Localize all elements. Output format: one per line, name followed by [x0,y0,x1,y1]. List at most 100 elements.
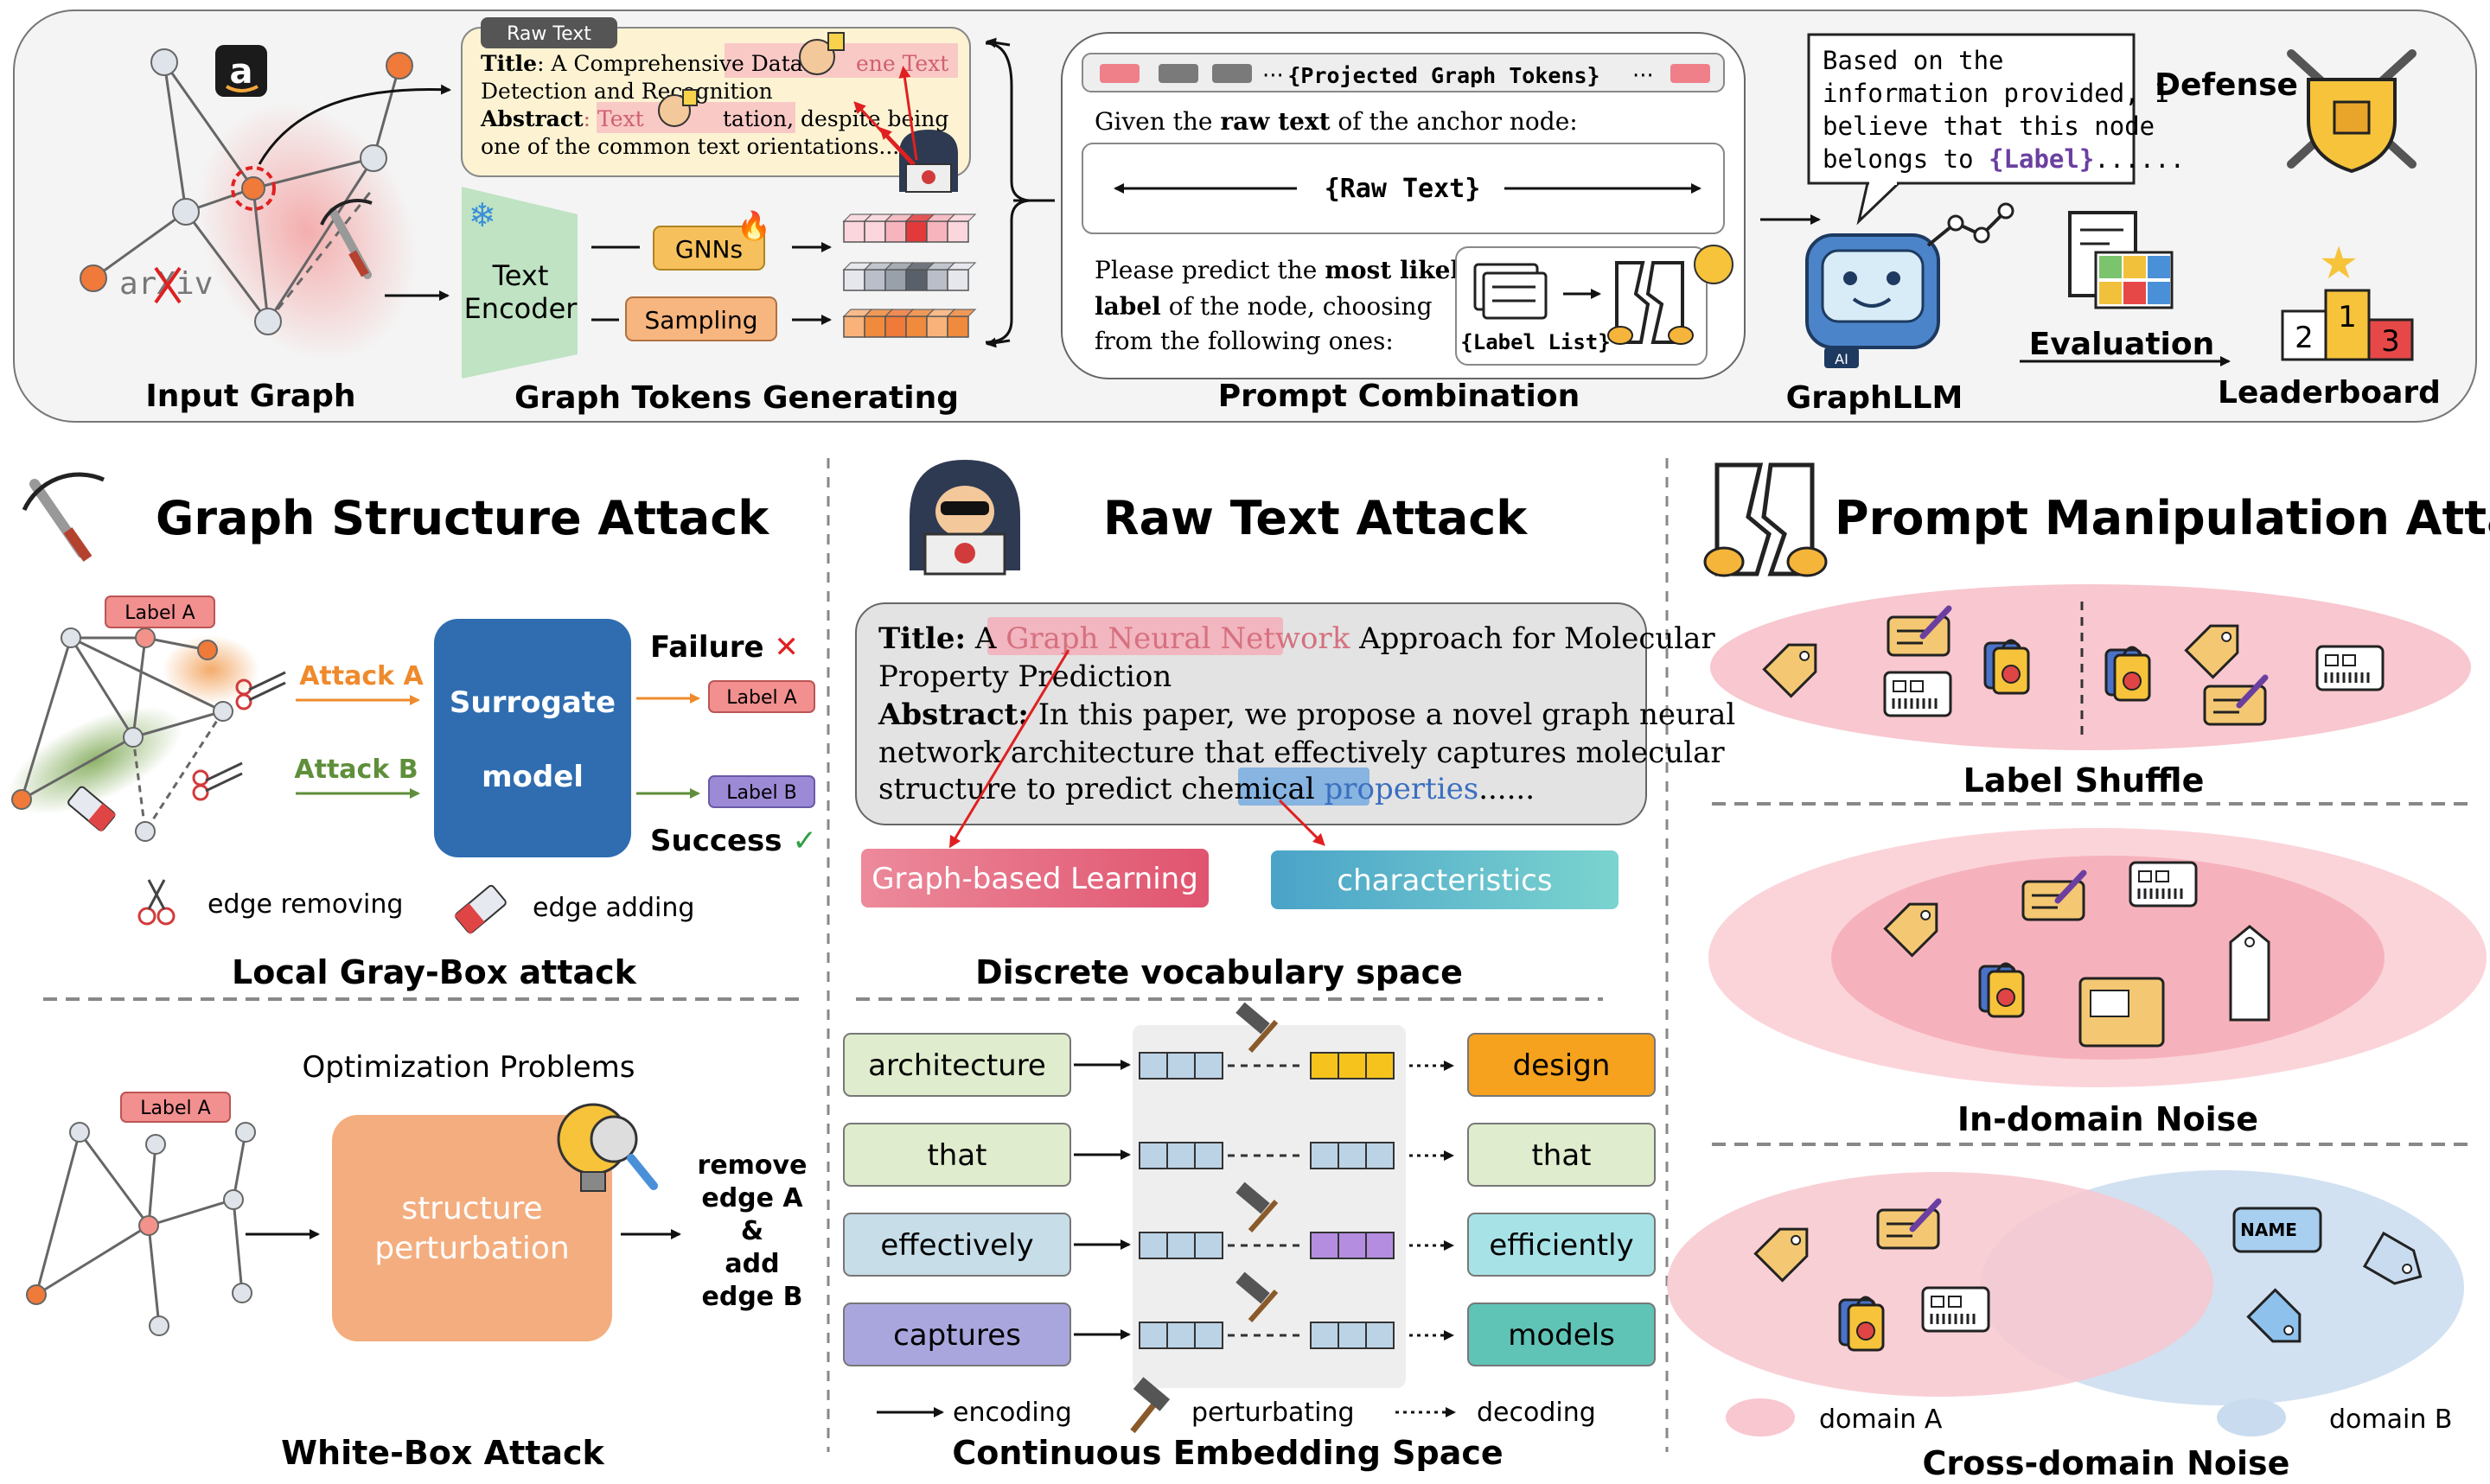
rt-abs-text: : Text [584,106,644,131]
embedding-cell [1139,1142,1168,1169]
projected-tokens-label: {Projected Graph Tokens} [1287,63,1599,88]
input-word-box [843,1123,1071,1187]
embedding-cell [1194,1052,1223,1080]
sad-face-icon [1694,245,1733,284]
predict-l1-pre: Please predict the [1095,256,1325,284]
card-l5-b: ...... [1478,772,1535,806]
lightbulb-icon [557,1103,658,1192]
given-pre: Given the [1095,107,1220,136]
card-l4: network architecture that effectively ca… [878,736,1725,770]
label-shuffle-label: Label Shuffle [1963,761,2205,799]
tag-icon [1762,643,1817,698]
predict-l2-bold: label [1095,292,1161,321]
bubble-l3: believe that this node [1823,111,2155,141]
rt-abs-tail: tation, despite being [723,106,948,131]
gnns-label: GNNs [675,235,743,264]
perturb-line1: structure [401,1191,542,1226]
perturbed-embedding-cell [1338,1142,1367,1169]
bubble-l2: information provided, I [1823,79,2170,108]
podium-3: 3 [2381,324,2400,359]
barcode-label-icon [2129,861,2198,908]
given-bold: raw text [1220,107,1330,136]
svg-text:structure to predict chemical: structure to predict chemical properties… [878,772,1535,806]
perturbed-embedding-cell [1310,1322,1339,1349]
rta-title: Raw Text Attack [1103,491,1528,545]
surrogate-model-box [434,619,631,857]
output-word: that [1531,1138,1591,1173]
input-word: that [927,1138,986,1173]
token-cell-top [946,309,977,317]
sampling-box [625,296,777,341]
output-word: efficiently [1489,1228,1633,1263]
tag-icon [2184,624,2239,679]
podium-1: 1 [2338,300,2357,334]
token-cell [905,269,928,291]
domain-b-swatch [2217,1398,2286,1436]
token-cell [843,220,865,243]
price-tag-icon [1978,962,2025,1018]
raw-text-slot: {Raw Text} [1325,174,1481,204]
perturbed-embedding-cell [1365,1142,1395,1169]
label-list-slot: {Label List} [1460,330,1610,354]
graphllm-label: GraphLLM [1786,380,1963,416]
raw-text-card: Raw Text Title: A Comprehensive Datas en… [461,17,971,193]
torn-paper-icon [1607,261,1694,345]
svg-text:Abstract: Text: Abstract: Text [480,106,644,131]
hang-tag-icon [2229,925,2270,1022]
attack-a-label: Attack A [299,661,424,691]
token-cell [864,315,886,338]
text-encoder-line1: Text [492,259,549,292]
predict-l1-bold: most likely [1325,256,1474,284]
card-l2: Property Prediction [878,659,1172,694]
token-cell [947,220,969,243]
perturbed-embedding-cell [1310,1052,1339,1080]
tag-icon [1883,902,1938,958]
failure-label: Failure [650,630,764,665]
svg-text:···: ··· [1632,63,1654,89]
pma-title: Prompt Manipulation Attack [1835,491,2490,545]
rta-text-card [855,602,1647,825]
hammer-icon [1235,1181,1279,1232]
bubble-l1: Based on the [1823,46,2004,75]
label-shuffle-icons [1762,605,2385,726]
shield-icon [2287,49,2417,174]
input-graph-label: Input Graph [145,379,355,414]
embedding-cell [1166,1142,1196,1169]
raw-text-tag: Raw Text [507,23,591,45]
input-word-box [843,1033,1071,1097]
legend-perturbing: perturbating [1191,1398,1355,1428]
card-l5-a: structure to predict chemical [878,772,1324,806]
predict-l2-post: of the node, choosing [1161,292,1433,321]
svg-text:Success ✓: Success ✓ [650,824,817,858]
text-encoder-line2: Encoder [464,292,578,325]
output-word-box [1467,1033,1656,1097]
token-cell [926,315,948,338]
torn-paper-icon [1703,462,1828,577]
perturbed-embedding-cell [1365,1232,1395,1259]
defense-label: Defense [2155,67,2298,103]
sampling-label: Sampling [644,306,757,334]
embedding-cell [1194,1322,1223,1349]
prompt-combination-label: Prompt Combination [1218,379,1580,414]
perturbed-embedding-cell [1338,1232,1367,1259]
eraser-icon [454,884,507,934]
defense-section: Defense Evaluation [2020,49,2441,411]
surrogate-line1: Surrogate [450,685,616,720]
output-word-box [1467,1213,1656,1277]
input-word-box [843,1213,1071,1277]
hacker-icon [910,460,1020,576]
remove-add-line: edge A [701,1183,803,1213]
graphllm-section: Based on the information provided, I bel… [1786,33,2185,416]
eraser-icon [67,786,117,832]
note-pencil-icon [1876,1198,1942,1250]
card-l1-b: Approach for Molecular [1350,621,1715,656]
bubble-l4-pre: belongs to [1823,144,1989,174]
leaderboard-label: Leaderboard [2218,375,2441,411]
token-cell-top [946,213,977,222]
hammer-icon [1235,1271,1279,1322]
card-l1-a: A [966,621,1006,656]
domain-a-swatch [1726,1398,1795,1436]
star-icon: ★ [2319,238,2359,290]
hammer-icon [1130,1377,1171,1434]
